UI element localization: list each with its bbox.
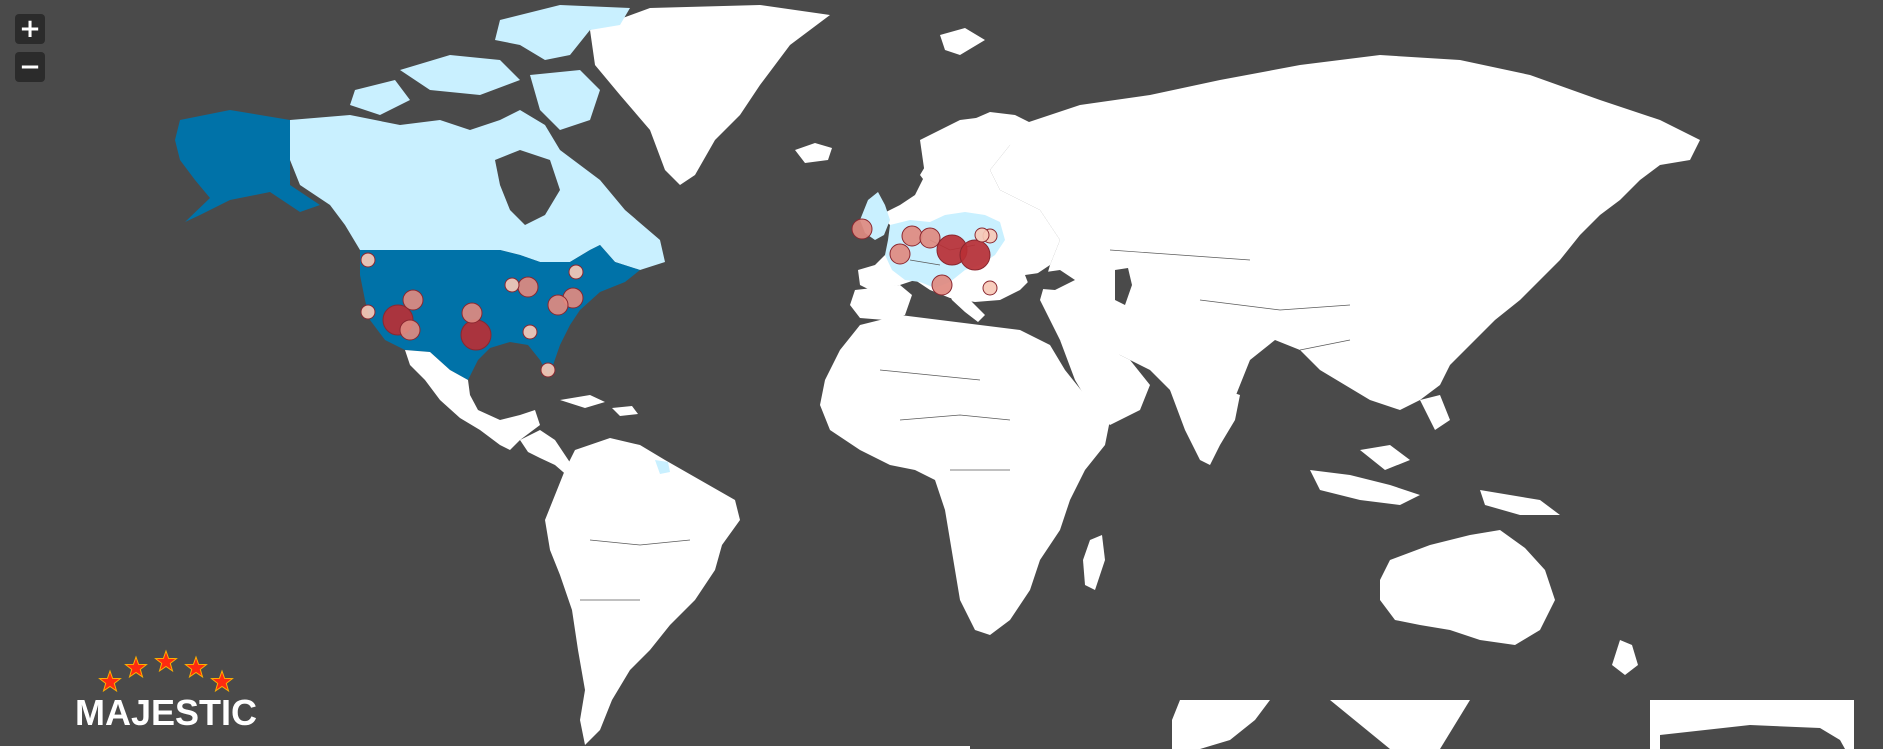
land-south-america[interactable] bbox=[545, 438, 740, 745]
map-marker-mountain[interactable] bbox=[402, 289, 424, 311]
logo-star-icon bbox=[154, 649, 178, 673]
land-india[interactable] bbox=[1170, 385, 1240, 465]
map-marker-great-lakes[interactable] bbox=[504, 277, 520, 293]
land-caribbean[interactable] bbox=[560, 395, 638, 416]
land-japan[interactable] bbox=[1450, 250, 1492, 320]
land-greenland[interactable] bbox=[590, 5, 830, 185]
land-alaska[interactable] bbox=[175, 110, 320, 222]
map-marker-poland[interactable] bbox=[974, 227, 990, 243]
logo-star-icon bbox=[124, 655, 148, 679]
map-marker-czech[interactable] bbox=[959, 239, 991, 271]
land-mexico[interactable] bbox=[405, 350, 575, 478]
land-guyana-highlight[interactable] bbox=[655, 460, 670, 474]
land-australia[interactable] bbox=[1380, 530, 1555, 645]
country-borders bbox=[580, 239, 1351, 601]
map-marker-florida[interactable] bbox=[540, 362, 556, 378]
land-iceland[interactable] bbox=[795, 143, 832, 163]
land-madagascar[interactable] bbox=[1083, 535, 1105, 590]
map-marker-northeast[interactable] bbox=[568, 264, 584, 280]
water-black-sea bbox=[1025, 270, 1075, 290]
land-canada[interactable] bbox=[290, 110, 665, 270]
logo-star-icon bbox=[210, 669, 234, 693]
map-marker-france[interactable] bbox=[889, 243, 911, 265]
markers-layer bbox=[360, 218, 998, 378]
land-southeast-asia[interactable] bbox=[1310, 395, 1560, 515]
water-hudson-bay bbox=[495, 150, 560, 225]
majestic-logo: MAJESTIC bbox=[70, 640, 270, 740]
logo-star-icon bbox=[184, 655, 208, 679]
land-africa[interactable] bbox=[820, 315, 1110, 635]
land-asia[interactable] bbox=[990, 55, 1700, 440]
map-marker-texas[interactable] bbox=[460, 319, 492, 351]
logo-star-icon bbox=[98, 669, 122, 693]
map-marker-southeast[interactable] bbox=[522, 324, 538, 340]
map-marker-uk[interactable] bbox=[851, 218, 873, 240]
map-marker-mid-atlantic[interactable] bbox=[547, 294, 569, 316]
inset-map[interactable] bbox=[1172, 700, 1854, 749]
map-marker-texas-north[interactable] bbox=[461, 302, 483, 324]
logo-stars-icon bbox=[98, 649, 234, 693]
land-new-zealand[interactable] bbox=[1612, 640, 1638, 675]
land-italy[interactable] bbox=[945, 285, 985, 322]
logo-text: MAJESTIC bbox=[75, 692, 258, 733]
map-marker-great-lakes[interactable] bbox=[517, 276, 539, 298]
zoom-in-button[interactable]: + bbox=[15, 14, 45, 44]
zoom-out-button[interactable]: − bbox=[15, 52, 45, 82]
land-canada-arctic[interactable] bbox=[350, 5, 630, 130]
map-marker-benelux[interactable] bbox=[901, 225, 923, 247]
water-caspian bbox=[1115, 268, 1132, 305]
land-svalbard[interactable] bbox=[940, 28, 985, 55]
map-marker-italy[interactable] bbox=[931, 274, 953, 296]
map-marker-pacific-nw[interactable] bbox=[360, 252, 376, 268]
map-marker-balkans[interactable] bbox=[982, 280, 998, 296]
land-arabia[interactable] bbox=[1060, 340, 1150, 425]
land-scandinavia[interactable] bbox=[920, 112, 1035, 205]
bottom-bar bbox=[0, 746, 970, 749]
map-marker-west-coast[interactable] bbox=[399, 319, 421, 341]
land-iberia[interactable] bbox=[850, 285, 912, 320]
map-marker-west-coast[interactable] bbox=[360, 304, 376, 320]
land-usa[interactable] bbox=[360, 245, 640, 380]
map-marker-switzerland[interactable] bbox=[919, 227, 941, 249]
